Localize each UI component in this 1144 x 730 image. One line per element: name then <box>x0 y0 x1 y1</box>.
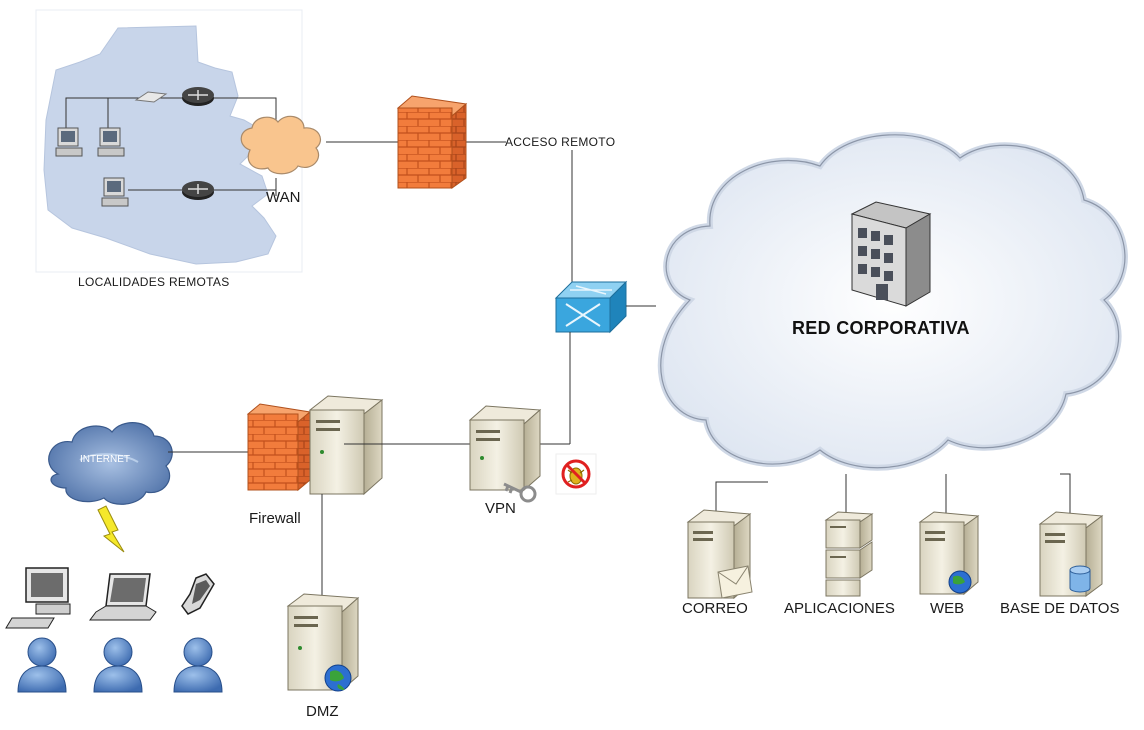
vpn-label: VPN <box>485 500 516 517</box>
vpn-server-icon <box>468 405 542 492</box>
localidades-remotas-label: LOCALIDADES REMOTAS <box>78 275 230 289</box>
desktop-computer-icon <box>97 127 125 157</box>
user-icon <box>93 637 143 693</box>
wan-cloud-icon <box>240 115 321 175</box>
user-icon <box>17 637 67 693</box>
laptop-icon <box>89 573 157 621</box>
wireless-bolt-icon <box>97 505 125 553</box>
server-lines <box>715 473 1071 558</box>
desktop-computer-icon <box>55 127 83 157</box>
globe-icon <box>324 664 352 692</box>
router-icon <box>182 87 214 106</box>
dmz-label: DMZ <box>306 703 339 720</box>
server-label-base-de-datos: BASE DE DATOS <box>1000 600 1120 617</box>
user-icon <box>173 637 223 693</box>
server-label-aplicaciones: APLICACIONES <box>784 600 895 617</box>
firewall-icon <box>396 95 468 189</box>
mail-server-icon <box>686 509 753 600</box>
mobile-phone-icon <box>181 573 215 615</box>
firewall-icon <box>246 403 312 492</box>
internet-cloud-icon <box>48 422 173 505</box>
acceso-remoto-label: ACCESO REMOTO <box>505 135 616 149</box>
firewall-label: Firewall <box>249 510 301 527</box>
application-servers-icon <box>824 511 874 597</box>
no-bug-icon <box>555 453 597 495</box>
red-corporativa-label: RED CORPORATIVA <box>792 318 970 338</box>
network-switch-icon <box>554 280 628 334</box>
server-label-correo: CORREO <box>682 600 748 617</box>
desktop-computer-icon <box>5 567 71 629</box>
dmz-server-icon <box>286 593 360 692</box>
database-server-icon <box>1038 511 1104 597</box>
office-building-icon <box>850 201 932 307</box>
desktop-computer-icon <box>101 177 129 207</box>
firewall-server-icon <box>308 395 384 496</box>
hub-icon <box>134 91 168 103</box>
router-icon <box>182 181 214 200</box>
wan-link <box>326 141 573 282</box>
wan-label: WAN <box>266 189 301 206</box>
internet-label: INTERNET <box>80 454 130 465</box>
web-server-icon <box>918 511 980 596</box>
server-label-web: WEB <box>930 600 965 617</box>
key-icon <box>503 482 537 503</box>
